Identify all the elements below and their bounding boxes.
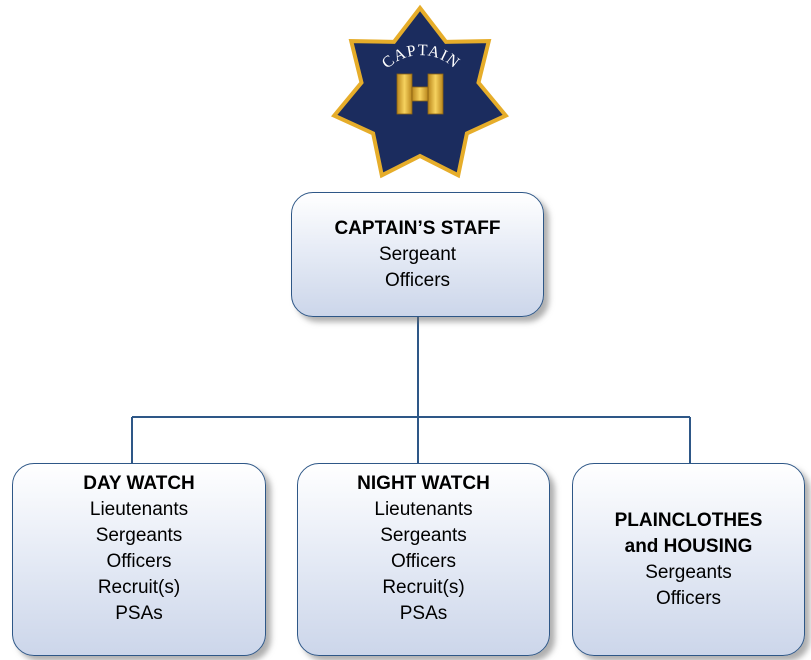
day-watch-item: Officers	[106, 551, 172, 572]
plainclothes-housing-item: Officers	[655, 587, 722, 609]
captains-staff-item: Sergeant	[378, 243, 457, 265]
night-watch-box: NIGHT WATCH Lieutenants Sergeants Office…	[297, 463, 550, 656]
day-watch-item: Lieutenants	[89, 499, 189, 520]
captains-staff-box: CAPTAIN’S STAFF Sergeant Officers	[291, 192, 544, 317]
plainclothes-housing-title-line: PLAINCLOTHES	[614, 509, 763, 531]
day-watch-item: Sergeants	[95, 525, 183, 546]
captains-staff-title: CAPTAIN’S STAFF	[334, 217, 501, 239]
night-watch-item: Recruit(s)	[382, 577, 465, 598]
night-watch-item: Sergeants	[380, 525, 467, 546]
captain-badge-icon: CAPTAIN	[330, 4, 510, 179]
night-watch-item: Lieutenants	[374, 499, 473, 520]
captain-bars-icon	[396, 73, 444, 115]
captains-staff-item: Officers	[384, 269, 451, 291]
night-watch-item: Officers	[390, 551, 457, 572]
plainclothes-housing-item: Sergeants	[645, 561, 732, 583]
plainclothes-housing-title-line: and HOUSING	[624, 535, 753, 557]
day-watch-item: PSAs	[115, 603, 163, 624]
day-watch-box: DAY WATCH Lieutenants Sergeants Officers…	[12, 463, 266, 656]
night-watch-title: NIGHT WATCH	[357, 473, 490, 494]
plainclothes-housing-box: PLAINCLOTHES and HOUSING Sergeants Offic…	[572, 463, 805, 656]
day-watch-item: Recruit(s)	[97, 577, 181, 598]
night-watch-item: PSAs	[399, 603, 448, 624]
day-watch-title: DAY WATCH	[83, 473, 195, 494]
